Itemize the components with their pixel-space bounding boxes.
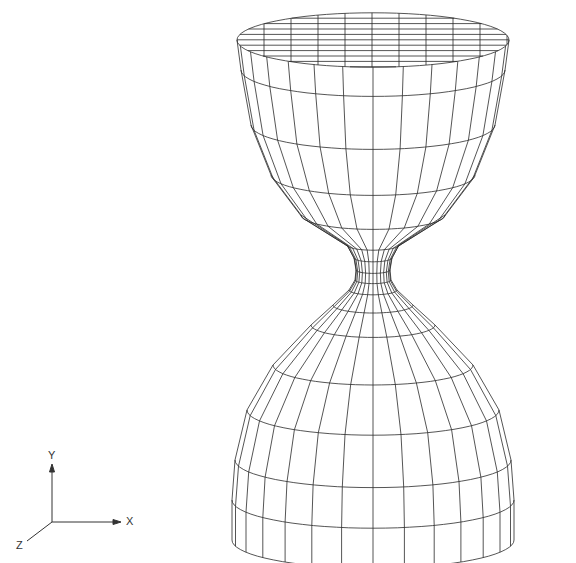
meridian <box>388 52 500 552</box>
z-axis-label: Z <box>16 540 23 551</box>
cap-grid-line <box>249 29 498 30</box>
meridian <box>380 65 434 563</box>
cap-grid-line <box>292 18 455 19</box>
meridian <box>246 52 358 552</box>
z-axis <box>27 522 52 541</box>
x-arrowhead <box>113 520 121 525</box>
meridian <box>384 61 461 562</box>
axis-triad <box>27 464 121 541</box>
x-axis <box>52 522 114 523</box>
cap-grid-line <box>248 50 498 51</box>
cap-grid-line <box>240 45 507 46</box>
cap-grid-line <box>426 15 427 65</box>
meridian <box>285 61 362 562</box>
meridian <box>236 46 357 546</box>
cap-grid-line <box>399 13 400 66</box>
y-axis <box>52 470 53 522</box>
meridian <box>390 40 514 540</box>
surface-mesh <box>232 13 514 563</box>
meridian <box>232 40 356 540</box>
cap-grid-line <box>453 18 454 62</box>
cap-grid-line <box>265 23 482 24</box>
meridian <box>377 67 405 563</box>
x-axis-label: X <box>126 516 133 527</box>
cap-grid-line <box>263 56 483 57</box>
y-axis-label: Y <box>48 450 55 461</box>
cap-grid-line <box>289 61 457 62</box>
meridian <box>263 57 360 558</box>
y-arrowhead <box>50 464 55 472</box>
meridian <box>373 67 374 563</box>
cap-grid-line <box>237 39 509 40</box>
cap-grid-line <box>350 66 396 67</box>
cap-grid-line <box>507 35 508 44</box>
cap-grid-line <box>240 34 506 35</box>
meridian <box>390 46 511 546</box>
top-rim <box>237 13 509 67</box>
cap-grid-line <box>480 23 481 57</box>
